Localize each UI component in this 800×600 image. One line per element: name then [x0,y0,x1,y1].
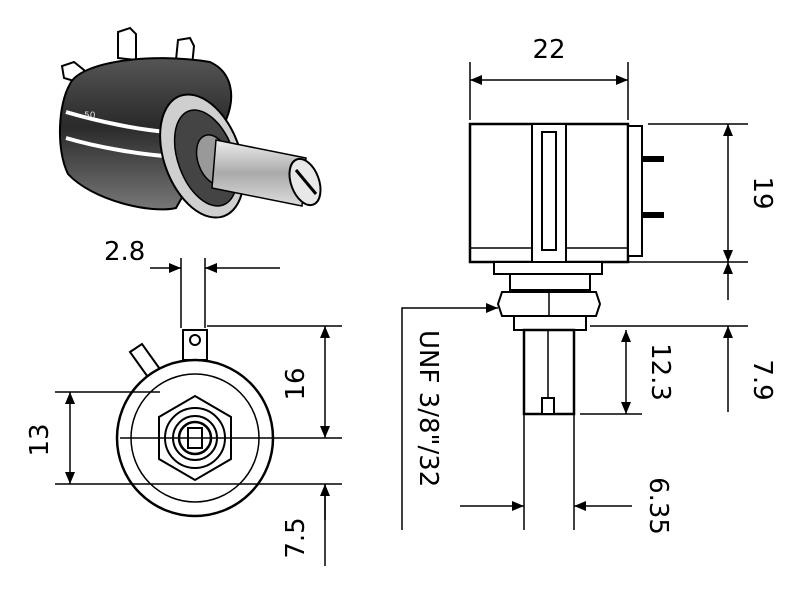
side-view [468,122,664,416]
dim-6-35-label: 6.35 [643,477,673,535]
body-marking: 50 [84,111,96,121]
side-view-dimensions: 22 19 7.9 12.3 6.35 UNF 3/8"/32 [401,35,777,535]
front-view [115,329,275,518]
dim-7-9-label: 7.9 [747,359,777,400]
dim-2-8-label: 2.8 [104,237,145,267]
dim-16-label: 16 [281,367,311,400]
dim-22-label: 22 [532,35,565,65]
dim-19-label: 19 [747,176,777,209]
front-view-dimensions: 2.8 16 13 7.5 [25,237,342,566]
thread-spec-label: UNF 3/8"/32 [413,330,443,487]
dim-7-5-label: 7.5 [281,517,311,558]
dim-13-label: 13 [25,423,55,456]
potentiometer-photo: 50 [59,26,322,219]
dim-12-3-label: 12.3 [645,343,675,401]
